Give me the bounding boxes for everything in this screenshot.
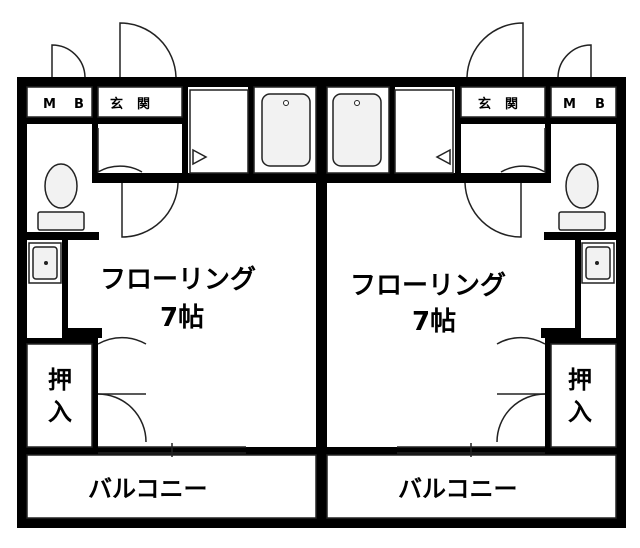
mb-label-b: B — [595, 97, 605, 112]
mb-label-m: M — [43, 97, 56, 112]
room-name: フローリング — [100, 265, 256, 295]
closet-label-top: 押 — [568, 366, 592, 394]
balcony-label: バルコニー — [88, 475, 208, 503]
entrance-label: 玄関 — [478, 96, 532, 112]
room-name: フローリング — [350, 271, 506, 301]
closet-label-bottom: 入 — [568, 398, 592, 426]
balcony-label: バルコニー — [398, 475, 518, 503]
labels-left: M B 玄関 フローリング 7帖 押 入 バルコニー — [43, 96, 256, 503]
room-size: 7帖 — [412, 307, 456, 337]
closet-label-top: 押 — [48, 366, 72, 394]
room-size: 7帖 — [160, 303, 204, 333]
entrance-label: 玄関 — [110, 96, 164, 112]
mb-label-b: B — [74, 97, 84, 112]
mb-label-m: M — [563, 97, 576, 112]
closet-label-bottom: 入 — [48, 398, 72, 426]
labels-right: 玄関 M B フローリング 7帖 押 入 バルコニー — [350, 96, 605, 503]
